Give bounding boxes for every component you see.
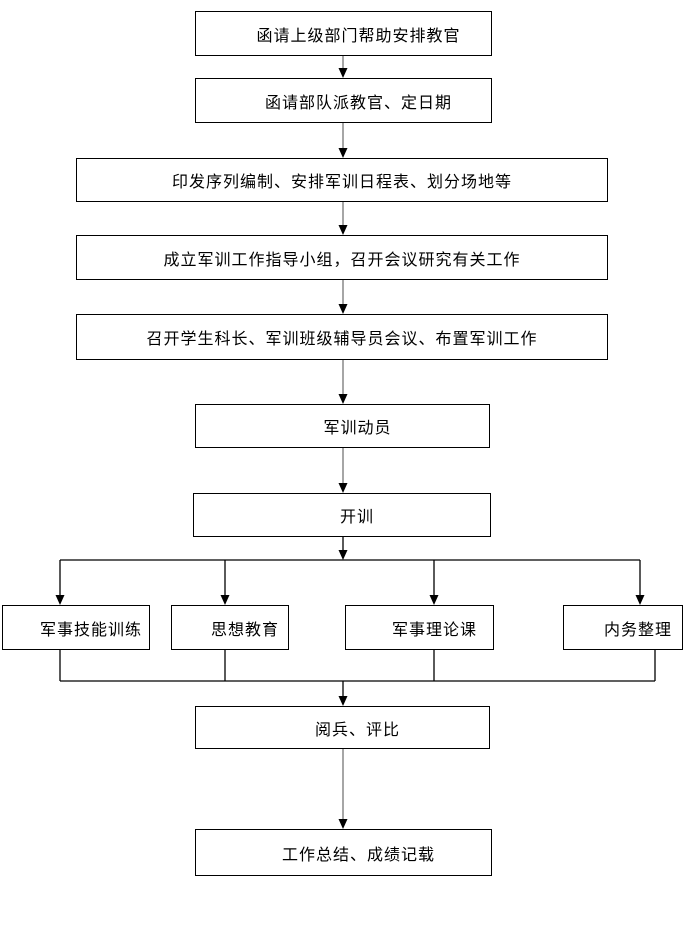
node-label: 内务整理 bbox=[603, 621, 672, 639]
node-summary-records: 工作总结、成绩记载 bbox=[195, 829, 492, 876]
node-label: 军事技能训练 bbox=[39, 621, 142, 639]
node-print-schedule: 印发序列编制、安排军训日程表、划分场地等 bbox=[76, 158, 608, 202]
node-leading-group: 成立军训工作指导小组，召开会议研究有关工作 bbox=[76, 235, 608, 280]
node-label: 函请上级部门帮助安排教官 bbox=[256, 27, 461, 45]
connector-4-5-arrow bbox=[338, 280, 348, 314]
node-label: 开训 bbox=[339, 509, 374, 526]
node-label: 印发序列编制、安排军训日程表、划分场地等 bbox=[171, 174, 512, 191]
node-label: 函请部队派教官、定日期 bbox=[264, 94, 452, 112]
node-label: 思想教育 bbox=[210, 621, 279, 639]
connector-1-2-arrow bbox=[338, 56, 348, 78]
node-start-training: 开训 bbox=[193, 493, 491, 537]
node-ideology-education: 思想教育 bbox=[171, 605, 289, 650]
node-military-theory: 军事理论课 bbox=[345, 605, 494, 650]
node-request-troops-set-date: 函请部队派教官、定日期 bbox=[195, 78, 492, 123]
connector-3-4-arrow bbox=[338, 202, 348, 235]
node-label: 阅兵、评比 bbox=[314, 721, 400, 739]
node-mobilization: 军训动员 bbox=[195, 404, 490, 448]
node-request-superior-instructors: 函请上级部门帮助安排教官 bbox=[195, 11, 492, 56]
node-internal-affairs: 内务整理 bbox=[563, 605, 683, 650]
node-briefing-meeting: 召开学生科长、军训班级辅导员会议、布置军训工作 bbox=[76, 314, 608, 360]
connector-9-10-arrow bbox=[338, 749, 348, 829]
node-label: 召开学生科长、军训班级辅导员会议、布置军训工作 bbox=[146, 331, 538, 348]
connector-2-3-arrow bbox=[338, 123, 348, 158]
merge-connector bbox=[59, 650, 656, 706]
node-label: 军训动员 bbox=[323, 420, 392, 437]
connector-6-7-arrow bbox=[338, 448, 348, 493]
node-military-skills: 军事技能训练 bbox=[2, 605, 150, 650]
node-label: 成立军训工作指导小组，召开会议研究有关工作 bbox=[163, 251, 521, 269]
split-connector bbox=[55, 537, 645, 605]
node-label: 军事理论课 bbox=[391, 621, 477, 639]
connector-5-6-arrow bbox=[338, 360, 348, 404]
node-label: 工作总结、成绩记载 bbox=[281, 846, 435, 864]
node-parade-review: 阅兵、评比 bbox=[195, 706, 490, 749]
